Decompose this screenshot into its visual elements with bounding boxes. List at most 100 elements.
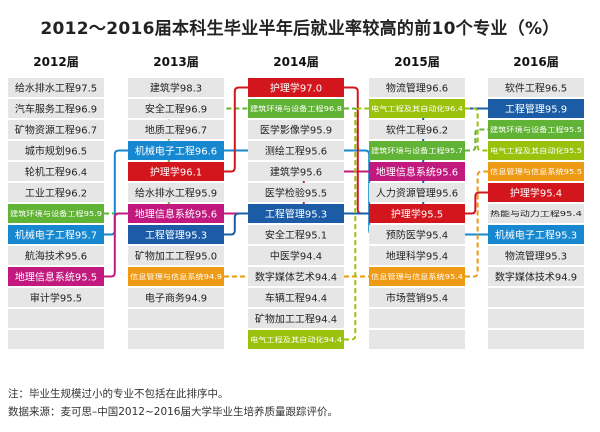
major-box xyxy=(248,330,344,349)
empty-box xyxy=(488,309,584,328)
major-label: 地理信息系统95.6 xyxy=(135,207,217,220)
major-box xyxy=(488,78,584,97)
major-box xyxy=(128,204,224,223)
major-label: 矿物资源工程96.7 xyxy=(15,123,97,136)
major-label: 电子商务94.9 xyxy=(145,291,207,304)
major-box xyxy=(128,246,224,265)
major-box xyxy=(128,120,224,139)
major-label: 护理学95.4 xyxy=(510,186,562,199)
major-label: 安全工程95.1 xyxy=(265,228,327,241)
major-label: 数字媒体技术94.9 xyxy=(495,270,577,283)
major-box xyxy=(488,99,584,118)
major-label: 机械电子工程95.3 xyxy=(495,228,577,241)
major-box xyxy=(248,99,344,118)
major-label: 航海技术95.6 xyxy=(25,249,87,262)
empty-box xyxy=(488,288,584,307)
major-label: 机械电子工程96.6 xyxy=(135,144,217,157)
major-label: 热能与动力工程95.4 xyxy=(490,209,583,218)
major-label: 建筑学95.6 xyxy=(270,165,322,178)
major-box xyxy=(369,183,465,202)
major-label: 测绘工程95.6 xyxy=(265,144,327,157)
major-label: 车辆工程94.4 xyxy=(265,291,327,304)
major-box xyxy=(488,183,584,202)
major-box xyxy=(488,246,584,265)
major-box xyxy=(128,267,224,286)
major-box xyxy=(8,288,104,307)
column-header: 2013届 xyxy=(153,55,198,69)
major-box xyxy=(128,78,224,97)
major-label: 医学影像学95.9 xyxy=(260,123,332,136)
empty-box xyxy=(8,309,104,328)
major-box xyxy=(128,162,224,181)
major-box xyxy=(488,267,584,286)
connector-line xyxy=(224,86,248,173)
major-label: 市场营销95.4 xyxy=(386,291,448,304)
major-box xyxy=(488,204,584,223)
major-label: 城市规划96.5 xyxy=(25,144,87,157)
major-label: 建筑学98.3 xyxy=(150,81,202,94)
major-box xyxy=(488,225,584,244)
column-header: 2012届 xyxy=(33,55,78,69)
major-box xyxy=(248,246,344,265)
column-header: 2015届 xyxy=(394,55,439,69)
major-box xyxy=(369,204,465,223)
major-box xyxy=(248,78,344,97)
year-column: 2015届物流管理96.6电气工程及其自动化96.4软件工程96.2建筑环境与设… xyxy=(369,55,465,349)
empty-box xyxy=(369,309,465,328)
major-label: 信息管理与信息系统95.4 xyxy=(371,272,464,281)
column-header: 2016届 xyxy=(513,55,558,69)
major-label: 给水排水工程95.9 xyxy=(135,186,217,199)
empty-box xyxy=(369,330,465,349)
major-label: 建筑环境与设备工程95.7 xyxy=(371,146,463,155)
major-label: 电气工程及其自动化95.5 xyxy=(490,146,582,155)
major-label: 人力资源管理95.6 xyxy=(376,186,458,199)
major-box xyxy=(8,246,104,265)
major-box xyxy=(248,120,344,139)
major-box xyxy=(128,183,224,202)
major-label: 工业工程96.2 xyxy=(25,187,87,199)
major-label: 医学检验95.5 xyxy=(265,186,327,199)
major-label: 软件工程96.5 xyxy=(505,81,567,94)
empty-box xyxy=(488,330,584,349)
major-label: 轮机工程96.4 xyxy=(25,165,87,178)
data-source-note: 数据来源：麦可思–中国2012~2016届大学毕业生培养质量跟踪评价。 xyxy=(8,406,338,418)
major-box xyxy=(248,267,344,286)
major-label: 物流管理96.6 xyxy=(386,81,448,94)
major-box xyxy=(248,309,344,328)
major-label: 工程管理95.3 xyxy=(145,228,207,241)
major-box xyxy=(369,99,465,118)
major-label: 中医学94.4 xyxy=(270,249,322,262)
major-label: 工程管理95.3 xyxy=(265,207,327,220)
major-label: 物流管理95.3 xyxy=(505,249,567,262)
connector-line xyxy=(465,191,488,215)
major-label: 地理信息系统95.6 xyxy=(376,165,458,178)
year-column: 2016届软件工程96.5工程管理95.9建筑环境与设备工程95.5电气工程及其… xyxy=(488,55,584,349)
major-label: 汽车服务工程96.9 xyxy=(15,102,97,115)
major-box xyxy=(8,183,104,202)
major-box xyxy=(369,162,465,181)
year-column: 2013届建筑学98.3安全工程96.9地质工程96.7机械电子工程96.6护理… xyxy=(128,55,224,349)
major-box xyxy=(248,288,344,307)
major-box xyxy=(248,162,344,181)
column-header: 2014届 xyxy=(273,55,318,69)
major-box xyxy=(248,183,344,202)
major-label: 机械电子工程95.7 xyxy=(15,228,97,241)
major-box xyxy=(369,288,465,307)
major-label: 矿物加工工程94.4 xyxy=(255,312,337,325)
year-column: 2014届护理学97.0建筑环境与设备工程96.8医学影像学95.9测绘工程95… xyxy=(248,55,344,349)
connector-line xyxy=(104,212,128,278)
major-label: 地理信息系统95.5 xyxy=(15,270,97,283)
major-box xyxy=(488,162,584,181)
major-box xyxy=(369,267,465,286)
major-label: 矿物加工工程95.0 xyxy=(135,249,217,262)
major-box xyxy=(248,225,344,244)
major-box xyxy=(369,120,465,139)
major-box xyxy=(248,141,344,160)
major-label: 给水排水工程97.5 xyxy=(15,81,97,94)
major-box xyxy=(8,204,104,223)
connector-line xyxy=(104,149,128,236)
major-label: 审计学95.5 xyxy=(30,291,82,304)
major-label: 预防医学95.4 xyxy=(386,228,448,241)
